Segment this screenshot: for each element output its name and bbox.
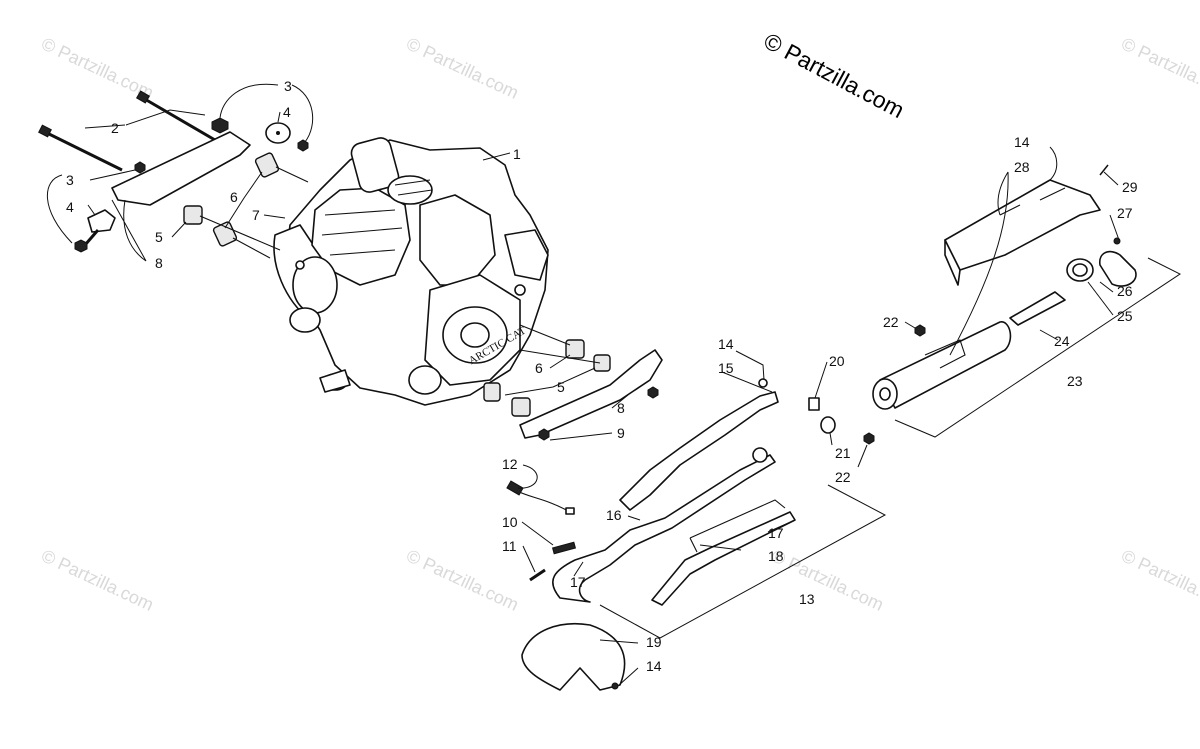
callout-8-right: 8 [617,400,625,416]
callout-14-lower: 14 [646,658,662,674]
callout-16: 16 [606,507,622,523]
callout-4-upper: 4 [283,104,291,120]
callout-9: 9 [617,425,625,441]
watermark-bottom-center: © Partzilla.com [403,545,521,614]
callout-11: 11 [502,538,517,554]
watermark-top-center: © Partzilla.com [403,33,521,102]
callout-25: 25 [1117,308,1133,324]
callout-3-upper: 3 [284,78,292,94]
callout-5-left: 5 [155,229,163,245]
copyright-text: © Partzilla.com [760,27,909,123]
callout-2: 2 [111,120,119,136]
callout-13: 13 [799,591,815,607]
callout-27: 27 [1117,205,1133,221]
callout-20: 20 [829,353,845,369]
callout-19: 19 [646,634,662,650]
callout-28: 28 [1014,159,1030,175]
callout-7: 7 [252,207,260,223]
callout-29: 29 [1122,179,1138,195]
left-mount-hardware [38,90,309,259]
callout-18: 18 [768,548,784,564]
right-mount-hardware [483,324,663,441]
leader-lines [47,83,1120,687]
callout-6-right: 6 [535,360,543,376]
callout-24: 24 [1054,333,1070,349]
exhaust-system [506,164,1137,691]
callout-23: 23 [1067,373,1083,389]
callout-5-right: 5 [557,379,565,395]
callout-15: 15 [718,360,734,376]
callout-22-upper: 22 [883,314,899,330]
callout-26: 26 [1117,283,1133,299]
callout-21: 21 [835,445,851,461]
watermark-bottom-left: © Partzilla.com [38,545,156,614]
watermark-bottom-right-center: © Partzilla.com [768,545,886,614]
callout-12: 12 [502,456,518,472]
callout-10: 10 [502,514,518,530]
callout-6-left: 6 [230,189,238,205]
callout-numbers: 1 2 3 3 4 4 5 5 6 6 7 8 8 9 10 11 12 13 … [66,78,1138,674]
callout-3-left: 3 [66,172,74,188]
callout-1: 1 [513,146,521,162]
watermark-group: © Partzilla.com © Partzilla.com © Partzi… [38,33,1200,614]
callout-14-middle: 14 [718,336,734,352]
callout-17-left: 17 [570,574,586,590]
watermark-top-left: © Partzilla.com [38,33,156,102]
callout-14-upper: 14 [1014,134,1030,150]
watermark-top-right: © Partzilla.com [1118,33,1200,102]
watermark-bottom-right: © Partzilla.com [1118,545,1200,614]
engine-assembly: ARCTIC CAT [273,137,549,406]
callout-4-left: 4 [66,199,74,215]
callout-22-lower: 22 [835,469,851,485]
callout-17-right: 17 [768,525,784,541]
callout-8-left: 8 [155,255,163,271]
assembly-brackets [599,257,1181,639]
